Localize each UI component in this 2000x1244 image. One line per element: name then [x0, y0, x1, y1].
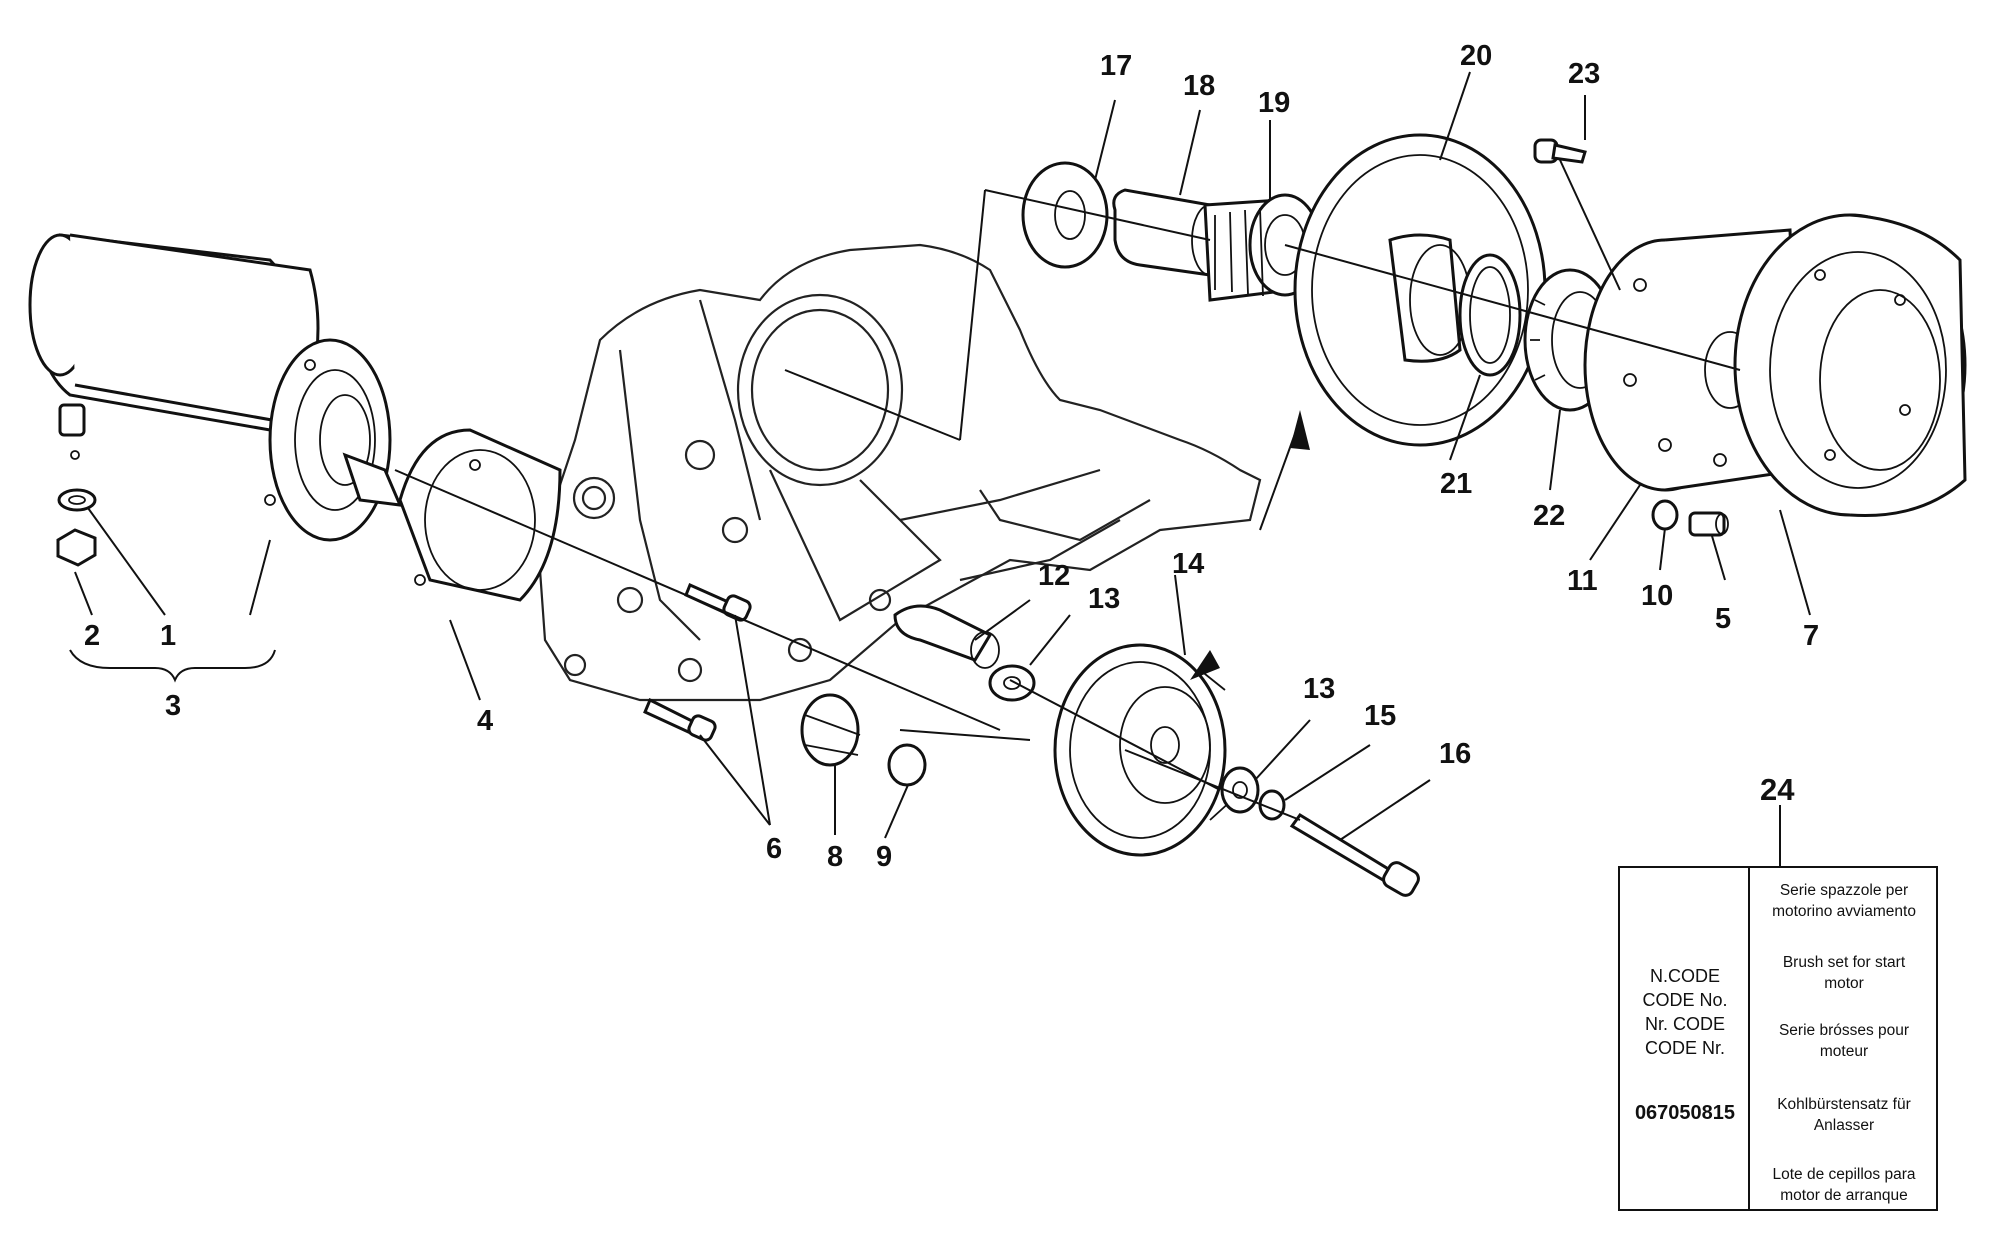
callout-labels: 1 2 3 4 5 6 7 8 9 10 11 12 13 13 14 15 1… [84, 40, 1819, 873]
callout-22: 22 [1533, 500, 1565, 532]
washer-13-lower [1220, 766, 1260, 814]
description-line: Serie brósses pour [1778, 1022, 1910, 1039]
brush-set-card: N.CODE CODE No. Nr. CODE CODE Nr. 067050… [1618, 866, 1938, 1211]
code-labels: N.CODE CODE No. Nr. CODE CODE Nr. [1620, 964, 1750, 1060]
shaft-12 [893, 604, 1000, 669]
description-en: Brush set for start motor [1752, 952, 1936, 994]
thrust-washer-17 [1021, 161, 1109, 269]
callout-5: 5 [1715, 603, 1731, 635]
callout-7: 7 [1803, 620, 1819, 652]
callout-19: 19 [1258, 87, 1290, 119]
code-label: Nr. CODE [1644, 1014, 1725, 1034]
description-line: Lote de cepillos para [1772, 1166, 1916, 1183]
part-number: 067050815 [1634, 1102, 1736, 1124]
callout-21: 21 [1440, 468, 1472, 500]
bolt-23 [1533, 138, 1587, 164]
callout-6: 6 [766, 833, 782, 865]
callout-13-upper: 13 [1088, 583, 1120, 615]
description-fr: Serie brósses pour moteur [1752, 1020, 1936, 1062]
circlip-21 [1458, 253, 1522, 377]
washer-13-upper [988, 664, 1036, 702]
circlip-9 [887, 743, 927, 787]
description-es: Lote de cepillos para motor de arranque [1752, 1164, 1936, 1206]
leader-lines [69, 71, 1811, 866]
callout-24: 24 [1760, 772, 1795, 807]
starter-drum-7 [1733, 213, 1967, 518]
washer-10 [1651, 499, 1679, 531]
callout-20: 20 [1460, 40, 1492, 72]
code-column: N.CODE CODE No. Nr. CODE CODE Nr. 067050… [1620, 868, 1750, 1209]
explode-axis-lines [394, 159, 1741, 821]
description-line: motor de arranque [1780, 1187, 1908, 1204]
callout-11: 11 [1567, 565, 1598, 597]
arrow-up-icon [1290, 410, 1310, 450]
washer-1 [57, 488, 97, 512]
bolt-16 [1289, 812, 1420, 897]
callout-17: 17 [1100, 50, 1132, 82]
description-line: Brush set for start [1782, 954, 1906, 971]
callout-2: 2 [84, 620, 100, 652]
callout-23: 23 [1568, 58, 1600, 90]
callout-15: 15 [1364, 700, 1396, 732]
callout-3: 3 [165, 690, 181, 722]
code-label: CODE Nr. [1644, 1038, 1725, 1058]
stud-5 [1688, 511, 1729, 537]
description-line: Anlasser [1813, 1117, 1875, 1134]
callout-12: 12 [1038, 560, 1070, 592]
pinion-gear-8 [800, 693, 861, 767]
callout-8: 8 [827, 841, 843, 873]
description-line: Kohlbürstensatz für [1777, 1096, 1911, 1113]
arrow-down-icon [1190, 650, 1220, 680]
nut-2 [56, 528, 97, 567]
description-it: Serie spazzole per motorino avviamento [1752, 880, 1936, 922]
description-line: motor [1824, 975, 1864, 992]
callout-13-lower: 13 [1303, 673, 1335, 705]
callout-18: 18 [1183, 70, 1215, 102]
description-line: motorino avviamento [1772, 903, 1916, 920]
callout-10: 10 [1641, 580, 1673, 612]
description-line: moteur [1819, 1043, 1869, 1060]
code-label: N.CODE [1649, 966, 1720, 986]
callout-16: 16 [1439, 738, 1471, 770]
starter-motor [28, 233, 403, 542]
callout-14: 14 [1172, 548, 1204, 580]
description-column: Serie spazzole per motorino avviamento B… [1752, 868, 1936, 1209]
bolt-6-upper [684, 582, 752, 622]
bolt-6-lower [643, 697, 717, 742]
callout-9: 9 [876, 841, 892, 873]
description-de: Kohlbürstensatz für Anlasser [1752, 1094, 1936, 1136]
engine-case [538, 243, 1262, 702]
callout-1: 1 [160, 620, 176, 652]
description-line: Serie spazzole per [1779, 882, 1909, 899]
flange-gasket [398, 428, 562, 602]
idler-gear-14 [1053, 643, 1233, 857]
code-label: CODE No. [1642, 990, 1728, 1010]
callout-4: 4 [477, 705, 493, 737]
